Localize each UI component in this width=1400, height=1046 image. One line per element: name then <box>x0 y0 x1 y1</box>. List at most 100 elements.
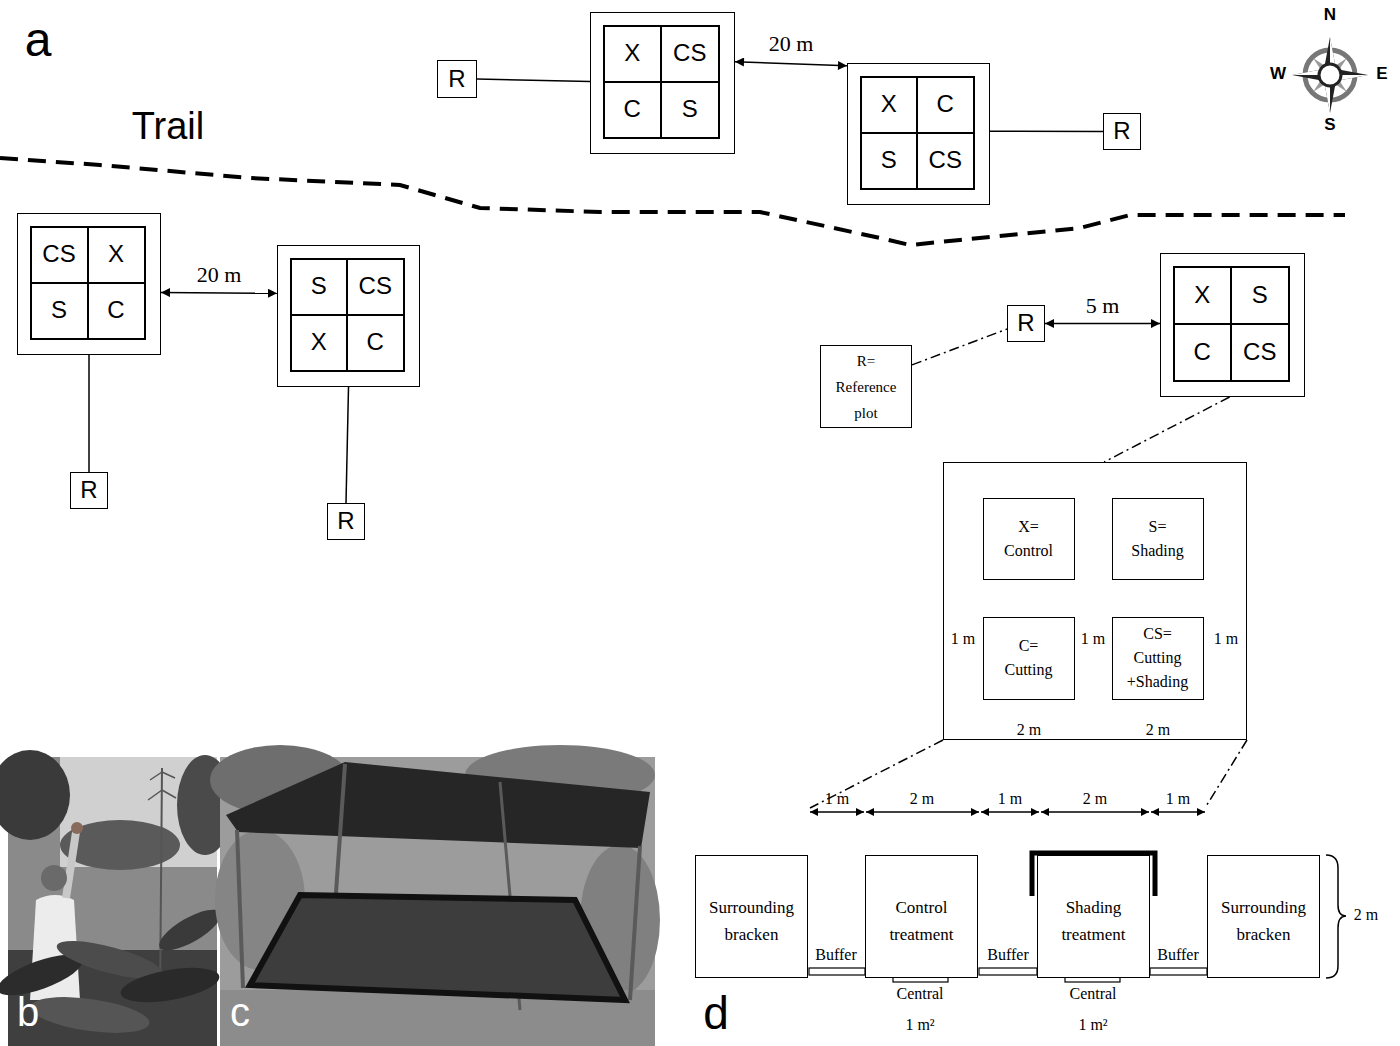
treatment-cell: CS <box>30 226 89 284</box>
treatment-code: CS <box>929 147 962 173</box>
dimension-lines-part <box>810 811 864 813</box>
dimension-label: 1 m <box>1214 630 1238 648</box>
treatment-cell: CS <box>660 25 720 83</box>
legend-box: R= Reference plot <box>820 345 912 428</box>
compass-rose <box>1292 37 1368 113</box>
panel-letter: d <box>703 988 729 1039</box>
dimension-label: 2 m <box>1146 721 1170 739</box>
dimension-lines-part <box>1205 740 1247 808</box>
photo-b-part <box>41 865 67 891</box>
node-text: R <box>337 508 354 534</box>
treatment-box: X= Control <box>983 498 1075 580</box>
treatment-code: S <box>1252 282 1268 308</box>
connector-line <box>477 79 590 82</box>
distance-label: 20 m <box>766 32 817 56</box>
treatment-cell: S <box>860 132 919 190</box>
treatment-cell: C <box>1173 323 1233 382</box>
compass-letter: N <box>1324 6 1336 25</box>
area-label: 1 m² <box>1078 1016 1107 1034</box>
dimension-arrow <box>1045 323 1160 325</box>
connector-line <box>912 329 1007 365</box>
trail-line-part <box>0 158 1345 245</box>
plot-block: XCSCS <box>847 63 990 205</box>
section-extras-part <box>1150 968 1207 975</box>
trail-line <box>0 158 1345 245</box>
node-text: C= Cutting <box>997 634 1061 682</box>
treatment-cell: C <box>603 81 663 139</box>
treatment-box: CS= Cutting +Shading <box>1112 617 1204 700</box>
photo-b-part <box>148 772 176 800</box>
distance-label: 5 m <box>1083 294 1123 318</box>
node-text: Control treatment <box>870 894 973 948</box>
node-text: X= Control <box>997 515 1061 563</box>
treatment-cell: CS <box>346 258 405 316</box>
dimension-label: 1 m <box>951 630 975 648</box>
treatment-code: X <box>311 329 327 355</box>
plot-block: XCSCS <box>590 12 735 154</box>
section-extras-part <box>979 968 1037 975</box>
treatment-cell: S <box>1230 266 1290 325</box>
photo-c-part <box>237 830 243 988</box>
treatment-code: C <box>367 329 384 355</box>
section-extras <box>809 853 1346 982</box>
dimension-lines-part <box>866 811 979 813</box>
connector-line <box>346 387 349 503</box>
treatment-code: C <box>937 91 954 117</box>
dimension-label: 1 m <box>1166 790 1190 808</box>
treatment-cell: S <box>660 81 720 139</box>
dimension-lines-part <box>1151 811 1205 813</box>
treatment-code: CS <box>359 273 392 299</box>
treatment-cell: S <box>290 258 349 316</box>
treatment-cell: CS <box>1230 323 1290 382</box>
reference-plot: R <box>1103 113 1141 150</box>
buffer-label: Buffer <box>987 946 1028 964</box>
node-text: CS= Cutting +Shading <box>1126 622 1190 694</box>
treatment-code: CS <box>42 241 75 267</box>
treatment-code: S <box>682 96 698 122</box>
distance-label: 20 m <box>194 263 245 287</box>
treatment-cell: C <box>87 282 146 340</box>
section-extras-part <box>1326 855 1346 978</box>
treatment-code: CS <box>673 40 706 66</box>
photo-b-part <box>118 962 222 1009</box>
treatment-code: CS <box>1243 339 1276 365</box>
dimension-lines-part <box>981 811 1039 813</box>
dimension-label: 1 m <box>1081 630 1105 648</box>
node-text: Shading treatment <box>1042 894 1145 948</box>
node-text: R <box>448 66 465 92</box>
photo-c <box>210 745 660 1046</box>
central-label: Central <box>896 985 943 1003</box>
node-text: R <box>1017 310 1034 336</box>
photo-b-part <box>160 768 162 1000</box>
node-text: R= Reference plot <box>825 348 907 426</box>
dimension-label: 1 m <box>825 790 849 808</box>
dimension-label: 1 m <box>998 790 1022 808</box>
treatment-cell: S <box>30 282 89 340</box>
node-text: S= Shading <box>1126 515 1190 563</box>
reference-plot: R <box>1007 305 1045 342</box>
treatment-cell: C <box>916 76 975 134</box>
photo-c-part <box>226 762 650 848</box>
dimension-lines-part <box>1041 811 1149 813</box>
treatment-cell: X <box>603 25 663 83</box>
photo-b-part <box>154 902 227 958</box>
area-label: 1 m² <box>905 1016 934 1034</box>
dimension-label: 2 m <box>1017 721 1041 739</box>
connector-line <box>990 130 1103 132</box>
treatment-cell: X <box>290 314 349 372</box>
dimension-label: 2 m <box>910 790 934 808</box>
panel-letter: c <box>230 990 250 1034</box>
treatment-code: X <box>108 241 124 267</box>
treatment-cell: C <box>346 314 405 372</box>
transect-box: Surrounding bracken <box>695 855 808 978</box>
section-extras-part <box>809 968 865 975</box>
central-label: Central <box>1069 985 1116 1003</box>
treatment-code: S <box>881 147 897 173</box>
photo-b <box>0 750 233 1046</box>
treatment-code: C <box>624 96 641 122</box>
photo-b-part <box>0 750 70 840</box>
treatment-box: S= Shading <box>1112 498 1204 580</box>
treatment-cell: X <box>87 226 146 284</box>
enlarged-block: X= Control S= Shading C= Cutting CS= Cuttin… <box>943 462 1247 740</box>
photo-b-part <box>66 832 76 898</box>
